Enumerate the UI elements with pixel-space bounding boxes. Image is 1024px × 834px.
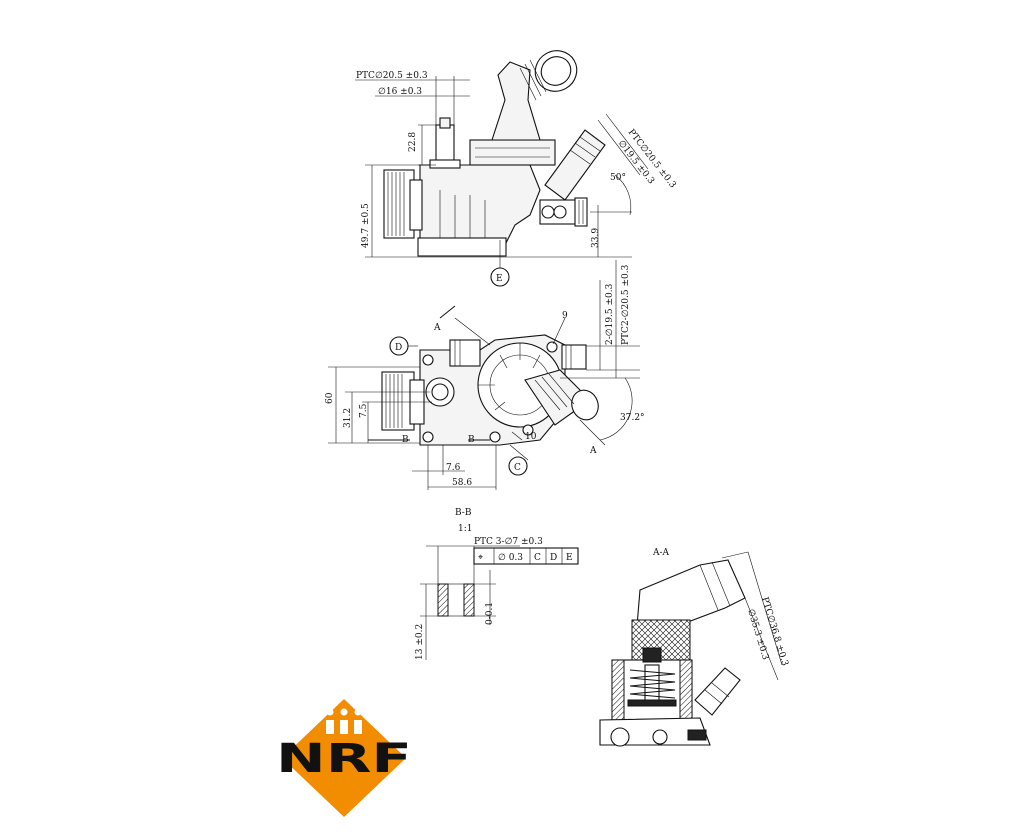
nrf-logo-dot — [354, 708, 362, 716]
top-dim-outlet: ∅16 ±0.3 — [378, 87, 422, 97]
top-dim-main-height: 49.7 ±0.5 — [361, 203, 371, 248]
section-bb-title: B-B — [455, 508, 472, 518]
tol-value: ∅ 0.3 — [498, 553, 523, 563]
front-item-9: 9 — [562, 311, 568, 321]
front-dim-7-5: 7.5 — [359, 403, 369, 418]
top-view-dimensions: PTC∅20.5 ±0.3 ∅16 ±0.3 22.8 49.7 ±0.5 PT… — [355, 71, 678, 287]
front-item-10: 10 — [525, 432, 537, 442]
front-view-housing — [381, 334, 599, 446]
section-bb-scale: 1:1 — [458, 524, 472, 534]
datum-e-marker — [490, 267, 510, 287]
front-section-a-bottom: A — [589, 446, 597, 456]
top-datum-e: E — [496, 274, 503, 284]
front-dim-two-ptc: PTC2-∅20.5 ±0.3 — [621, 264, 631, 345]
top-dim-offset: 33.9 — [591, 228, 601, 248]
top-view-housing — [383, 50, 606, 257]
tol-ref-e: E — [566, 553, 573, 563]
bb-dim-height: 13 ±0.2 — [415, 624, 425, 660]
bb-dim-depth: 0-0.1 — [485, 602, 495, 625]
front-dim-two-side: 2-∅19.5 ±0.3 — [605, 283, 615, 345]
section-aa-body — [599, 559, 746, 747]
top-dim-neck-height: 22.8 — [408, 132, 418, 152]
bb-dim-holes: PTC 3-∅7 ±0.3 — [474, 537, 543, 547]
front-dim-31-2: 31.2 — [343, 408, 353, 428]
tolerance-frame: ⌖ ∅ 0.3 C D E — [473, 547, 579, 565]
front-dim-7-6: 7.6 — [446, 463, 461, 473]
front-section-a-top: A — [433, 323, 441, 333]
tol-ref-c: C — [534, 553, 541, 563]
front-section-b-left: B — [402, 435, 409, 445]
nrf-logo-dot — [340, 708, 348, 716]
top-angle-side: 50° — [610, 173, 626, 183]
nrf-logo-text: NRF — [276, 736, 412, 782]
front-view: D A A 9 10 2-∅19.5 ±0.3 PTC2-∅20.5 ±0.3 … — [325, 260, 645, 490]
front-section-b-right: B — [468, 435, 475, 445]
front-view-dimensions: D A A 9 10 2-∅19.5 ±0.3 PTC2-∅20.5 ±0.3 … — [325, 260, 645, 490]
section-bb: B-B 1:1 PTC 3-∅7 ±0.3 ⌖ ∅ 0.3 C D E 13 ±… — [415, 508, 579, 660]
section-aa-title: A-A — [652, 548, 670, 558]
tol-symbol: ⌖ — [478, 553, 483, 563]
top-dim-ptc-outlet: PTC∅20.5 ±0.3 — [356, 71, 428, 81]
front-angle: 37.2° — [620, 413, 645, 423]
nrf-logo: NRF — [276, 699, 412, 817]
front-datum-c: C — [514, 463, 521, 473]
front-dim-58-6: 58.6 — [452, 478, 472, 488]
top-view: PTC∅20.5 ±0.3 ∅16 ±0.3 22.8 49.7 ±0.5 PT… — [355, 50, 678, 287]
front-dim-60: 60 — [325, 392, 335, 404]
nrf-logo-diamond — [282, 699, 406, 817]
tol-ref-d: D — [550, 553, 557, 563]
nrf-logo-dot — [326, 708, 334, 716]
datum-c-marker — [508, 456, 528, 476]
section-aa: A-A PTC∅36.8 ±0.3 ∅3 — [599, 548, 790, 747]
front-datum-d: D — [395, 343, 402, 353]
